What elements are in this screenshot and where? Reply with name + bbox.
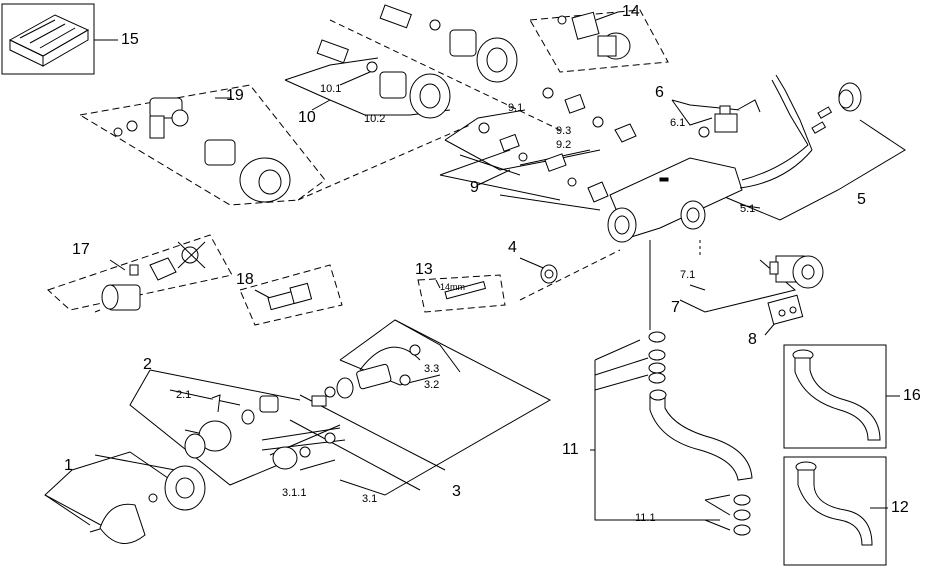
callout-9-3: 9.3 (556, 125, 572, 137)
part-8-clip (767, 294, 804, 325)
part-top-connector-set (379, 4, 518, 83)
callout-17: 17 (72, 241, 90, 258)
callout-5: 5 (857, 191, 866, 208)
part-18-cartridge (267, 282, 313, 311)
part-2-handle-assembly (184, 394, 346, 470)
part-15-tray (8, 14, 90, 67)
callout-6: 6 (655, 84, 664, 101)
part-14-adapters (557, 11, 631, 60)
callout-19: 19 (226, 87, 244, 104)
callout-7: 7 (671, 299, 680, 316)
part-6-valve (698, 99, 761, 138)
part-faucet-body (607, 74, 862, 243)
part-13-marking: 14mm (440, 282, 466, 292)
part-17-handle-kit (94, 241, 206, 313)
callout-8: 8 (748, 331, 757, 348)
callout-9: 9 (470, 179, 479, 196)
callout-5-1: 5.1 (740, 203, 756, 215)
part-1-knob (89, 465, 206, 544)
part-4-nut (540, 264, 558, 284)
part-16-spout (792, 349, 881, 441)
callout-2: 2 (143, 356, 152, 373)
callout-3-1: 3.1 (362, 493, 378, 505)
callout-15: 15 (121, 31, 139, 48)
callout-18: 18 (236, 271, 254, 288)
callout-12: 12 (891, 499, 909, 516)
leader-lines (44, 11, 906, 531)
callout-3-2: 3.2 (424, 379, 440, 391)
callout-9-2: 9.2 (556, 139, 572, 151)
callout-4: 4 (508, 239, 517, 256)
callout-3-3: 3.3 (424, 363, 440, 375)
part-11-spout (648, 331, 753, 536)
callout-10: 10 (298, 109, 316, 126)
callout-1: 1 (64, 457, 73, 474)
frame-12 (783, 456, 887, 566)
callout-11-1: 11.1 (635, 512, 656, 524)
frame-19 (78, 84, 326, 206)
group-frames (47, 9, 669, 326)
callout-10-1: 10.1 (320, 83, 342, 95)
part-12-spout (795, 461, 873, 546)
callout-7-1: 7.1 (680, 269, 696, 281)
callout-11: 11 (562, 441, 579, 458)
callout-3-1-1: 3.1.1 (282, 487, 307, 499)
frame-13 (417, 274, 506, 313)
part-10-connector-set (316, 39, 451, 119)
frame-18 (239, 264, 343, 326)
callout-16: 16 (903, 387, 921, 404)
part-13-pin (444, 281, 487, 300)
callout-2-1: 2.1 (176, 389, 192, 401)
frame-17 (47, 234, 233, 311)
part-9-fittings (478, 87, 637, 203)
frame-15 (1, 3, 95, 75)
callout-14: 14 (622, 3, 640, 20)
callout-9-1: 9.1 (508, 102, 524, 114)
callout-6-1: 6.1 (670, 117, 686, 129)
callout-13: 13 (415, 261, 433, 278)
frame-14 (529, 9, 669, 73)
part-7-cartridge (769, 255, 824, 289)
callout-10-2: 10.2 (364, 113, 386, 125)
part-3-thermo-element (311, 344, 421, 407)
callout-3: 3 (452, 483, 461, 500)
part-19-angle-valve (113, 97, 291, 203)
